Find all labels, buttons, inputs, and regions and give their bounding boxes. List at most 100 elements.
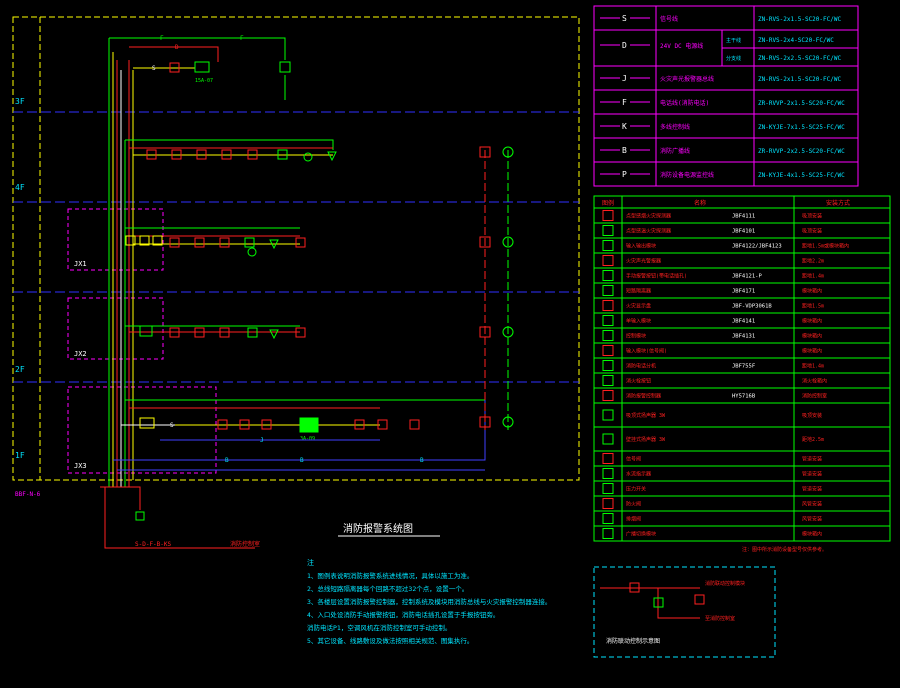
bus-marker: B (300, 457, 304, 464)
drawing-title: 消防报警系统图 (343, 522, 413, 535)
legend-symbol-icon (602, 513, 614, 524)
floor-label: 2F (15, 365, 25, 374)
top-branch-green (109, 37, 286, 60)
riser-exit-terminal (135, 511, 145, 521)
legend-symbol-icon (602, 285, 614, 296)
notes-heading: 注 (307, 558, 314, 567)
cable-spec: ZR-RVVP-2x2.5-SC20-FC/WC (758, 148, 845, 155)
legend-model: JBF4121-P (732, 274, 762, 280)
legend-name: 输入模块(信号阀) (626, 348, 667, 355)
legend-install: 距地2.2m (802, 258, 824, 265)
system-diagram: 3F 4F 2F 1F JX1 JX2 JX3 F F D S 15A-07 (12, 16, 580, 549)
legend-name: 压力开关 (626, 486, 646, 493)
legend-install: 管道安装 (802, 486, 822, 493)
legend-name: 消防报警控制器 (626, 393, 661, 400)
legend-name: 消防电话分机 (626, 363, 656, 370)
floor1-devices (217, 419, 420, 430)
cabinet-box (67, 297, 164, 360)
cable-name: 信号线 (660, 15, 678, 23)
legend-name: 排烟阀 (626, 516, 641, 523)
cable-table-frame (593, 5, 859, 187)
notes-block: 注 1、图例表说明消防报警系统进线情况，具体以施工为准。 2、总线短路隔离器每个… (307, 558, 551, 645)
legend-symbol-icon (602, 453, 614, 464)
legend-install: 模块箱内 (802, 531, 822, 538)
legend-model: JBF755F (732, 364, 755, 370)
bus-marker: D (175, 44, 179, 51)
phone-icon (279, 61, 291, 73)
floor3-green-devices (277, 149, 337, 162)
legend-symbol-icon (602, 330, 614, 341)
legend-install: 距地1.4m (802, 273, 824, 280)
legend-symbol-icon (602, 528, 614, 539)
cable-spec: ZN-RVS-2x1.5-SC20-FC/WC (758, 16, 841, 23)
cabinet-label: JX1 (74, 260, 87, 268)
bus-marker: B (225, 457, 229, 464)
cable-code: F (622, 98, 627, 107)
legend-install: 消火栓箱内 (802, 378, 827, 385)
cable-code-bg (620, 96, 630, 107)
legend-symbol-icon (602, 270, 614, 281)
legend-name: 消火栓按钮 (626, 378, 651, 385)
legend-install: 模块箱内 (802, 288, 822, 295)
legend-install: 模块箱内 (802, 333, 822, 340)
detail-box: 消防联动控制模块 至消防控制室 消防联动控制示意图 (593, 566, 776, 658)
floor2-green-devices (244, 237, 279, 257)
legend-name: 信号阀 (626, 456, 641, 463)
module-icon (169, 62, 180, 73)
fire-display-panel-icon (194, 61, 210, 73)
detail-module-icon (653, 597, 664, 608)
floor1-cabinet-module (139, 417, 155, 429)
floor4-device-label: 15A-07 (195, 78, 213, 84)
cable-code-bg (620, 12, 630, 23)
legend-symbol-icon (602, 255, 614, 266)
legend-symbol-icon (602, 225, 614, 236)
broadcast-bus (113, 400, 486, 461)
legend-install: 距地1.5m或模块箱内 (802, 243, 849, 250)
bus-marker: S (170, 422, 174, 429)
detail-label: 至消防控制室 (705, 615, 735, 622)
cable-spec: ZN-KYJE-4x1.5-SC25-FC/WC (758, 172, 845, 179)
legend-name: 水流指示器 (626, 471, 651, 478)
legend-header: 图例 (602, 199, 614, 207)
legend-install: 吸顶安装 (802, 228, 822, 235)
cable-code: K (622, 122, 627, 131)
floor-label: 1F (15, 451, 25, 460)
cable-sub: 主干线 (726, 37, 741, 44)
legend-symbol-icon (602, 240, 614, 251)
legend-install: 距地1.4m (802, 363, 824, 370)
cable-name: 多线控制线 (660, 123, 690, 131)
legend-install: 消防控制室 (802, 393, 827, 400)
legend-install: 风管安装 (802, 501, 822, 508)
cable-code-bg (620, 72, 630, 83)
diagram-frame (12, 16, 580, 481)
cable-code-bg (620, 144, 630, 155)
floor2-devices (169, 237, 306, 248)
cabinet-label: JX3 (74, 462, 87, 470)
floor1-highlight-device (299, 417, 319, 433)
cable-sub: 分支线 (726, 55, 741, 62)
legend-name: 手动报警按钮(带电话插孔) (626, 273, 687, 280)
cable-name: 24V DC 电源线 (660, 42, 703, 50)
floor3-run-green (125, 139, 334, 150)
legend-header: 安装方式 (826, 199, 850, 207)
riser-left-label: BBF-N-6 (15, 491, 41, 498)
riser-sublabel: 消防控制室 (230, 540, 260, 548)
legend-install: 吸顶安装 (802, 213, 822, 220)
legend-name: 火灾显示盘 (626, 303, 651, 310)
notes-line: 4、入口处设消防手动报警按钮，消防电话插孔设置于手报按钮旁。 (307, 610, 499, 619)
legend-symbol-icon (602, 360, 614, 371)
cable-name: 消防广播线 (660, 147, 690, 155)
legend-model: JBF4111 (732, 214, 755, 220)
riser-exit-line (104, 487, 255, 549)
legend-model: JBF4101 (732, 229, 755, 235)
legend-name: 吸顶式扬声器 3W (626, 412, 666, 419)
legend-symbol-icon (602, 409, 614, 421)
legend-symbol-icon (602, 390, 614, 401)
legend-name: 点型感烟火灾探测器 (626, 213, 671, 220)
bus-marker: J (260, 437, 264, 444)
legend-name: 控制模块 (626, 333, 646, 340)
cable-spec: ZN-KYJE-7x1.5-SC25-FC/WC (758, 124, 845, 131)
